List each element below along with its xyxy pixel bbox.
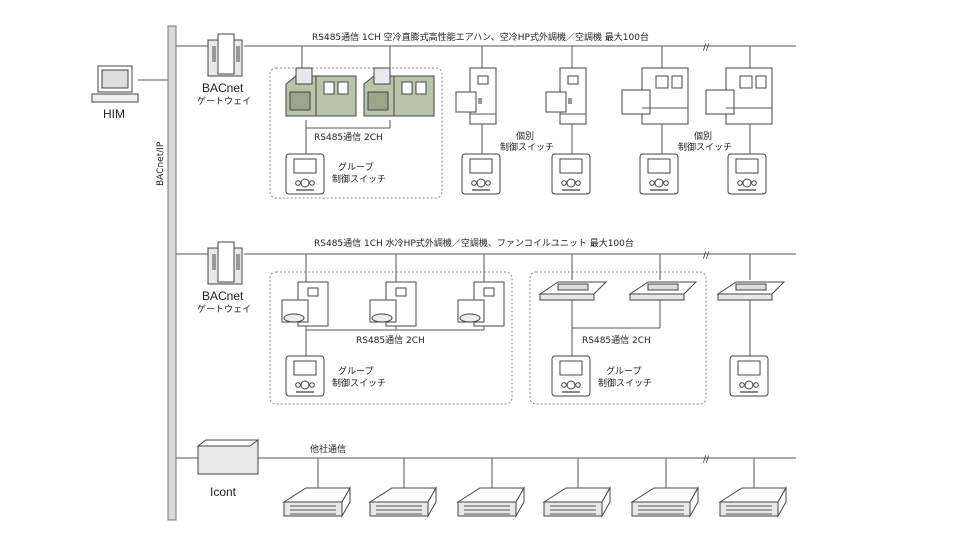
outdoor-unit-2[interactable] xyxy=(545,67,587,125)
water-cooled-unit-2[interactable] xyxy=(369,281,417,327)
him-computer[interactable] xyxy=(91,65,168,103)
row2-group-switch-a-line2: 制御スイッチ xyxy=(332,377,386,389)
gateway-2-label-line1: BACnet xyxy=(202,289,244,303)
gateway-1-label-line2: ゲートウェイ xyxy=(197,95,251,107)
row2-group-switch-b[interactable] xyxy=(551,355,591,397)
cassette-unit-1[interactable] xyxy=(283,487,351,517)
row1-group-box xyxy=(269,67,443,199)
row2-group-box-b xyxy=(529,271,707,405)
row1-group-switch-line2: 制御スイッチ xyxy=(332,173,386,185)
row1-group-switch-line1: グループ xyxy=(338,161,373,173)
fan-coil-unit-1[interactable] xyxy=(539,281,607,301)
cassette-unit-2[interactable] xyxy=(369,487,437,517)
fan-coil-unit-2[interactable] xyxy=(629,281,697,301)
water-cooled-unit-3[interactable] xyxy=(457,281,505,327)
outdoor-unit-1[interactable] xyxy=(455,67,497,125)
icont-controller[interactable] xyxy=(196,439,260,475)
gateway-2-label-line2: ゲートウェイ xyxy=(197,303,251,315)
row3-break-mark: // xyxy=(703,455,710,465)
individual-switch-3[interactable] xyxy=(639,153,679,195)
row2-group-switch-b-line1: グループ xyxy=(606,365,641,377)
row2-group-switch-b-line2: 制御スイッチ xyxy=(598,377,652,389)
row1-bus-title: RS485通信 1CH 空冷直膨式高性能エアハン、空冷HP式外調機／空調機 最大… xyxy=(312,31,649,43)
backbone-label: BACnet/IP xyxy=(156,141,166,186)
ahu-unit-2[interactable] xyxy=(363,67,435,117)
row2-group-bus-b: RS485通信 2CH xyxy=(582,334,651,346)
row2-group-bus-a: RS485通信 2CH xyxy=(356,334,425,346)
individual-switch-2[interactable] xyxy=(551,153,591,195)
row1-individual-b-line1: 個別 xyxy=(694,130,712,142)
cassette-unit-4[interactable] xyxy=(543,487,611,517)
individual-switch-5[interactable] xyxy=(729,355,769,397)
cassette-unit-5[interactable] xyxy=(631,487,699,517)
individual-switch-4[interactable] xyxy=(727,153,767,195)
row2-bus-title: RS485通信 1CH 水冷HP式外調機／空調機、ファンコイルユニット 最大10… xyxy=(314,237,634,249)
row1-group-bus: RS485通信 2CH xyxy=(314,131,383,143)
ahu-unit-1[interactable] xyxy=(285,67,357,117)
gateway-1[interactable] xyxy=(207,33,243,77)
row3-bus-title: 他社通信 xyxy=(310,443,346,455)
bacnet-backbone xyxy=(167,25,177,521)
icont-label: Icont xyxy=(210,485,237,499)
fan-coil-unit-3[interactable] xyxy=(717,281,785,301)
row1-individual-a-line2: 制御スイッチ xyxy=(500,141,554,153)
row1-individual-a-line1: 個別 xyxy=(516,130,534,142)
gateway-2[interactable] xyxy=(207,241,243,285)
large-unit-2[interactable] xyxy=(705,67,773,125)
individual-switch-1[interactable] xyxy=(461,153,501,195)
cassette-unit-3[interactable] xyxy=(457,487,525,517)
row1-break-mark: // xyxy=(703,43,710,53)
row2-break-mark: // xyxy=(703,251,710,261)
row2-group-switch-a-line1: グループ xyxy=(338,365,373,377)
cassette-unit-6[interactable] xyxy=(719,487,787,517)
large-unit-1[interactable] xyxy=(621,67,689,125)
row1-individual-b-line2: 制御スイッチ xyxy=(678,141,732,153)
him-label: HIM xyxy=(103,107,125,121)
gateway-1-label-line1: BACnet xyxy=(202,81,244,95)
row1-group-switch[interactable] xyxy=(285,153,325,195)
row2-group-switch-a[interactable] xyxy=(285,355,325,397)
water-cooled-unit-1[interactable] xyxy=(281,281,329,327)
